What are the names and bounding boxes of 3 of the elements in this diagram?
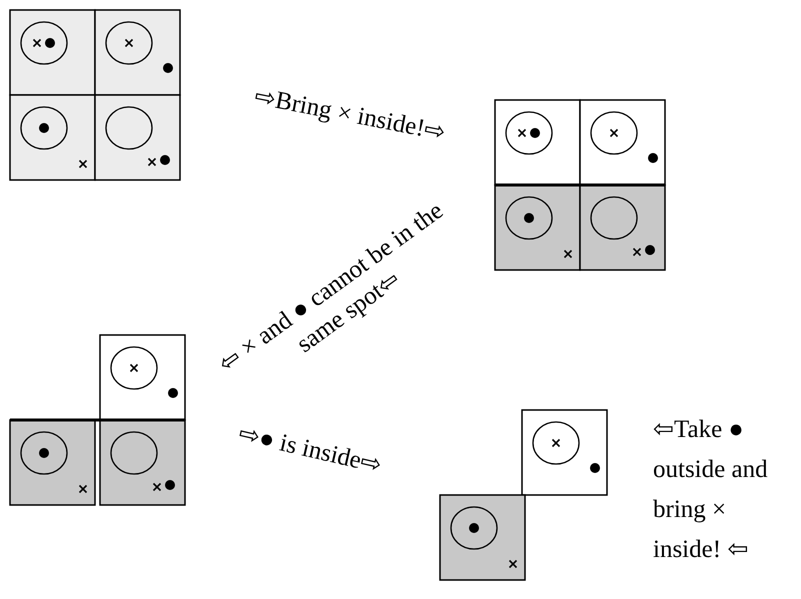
instruction-text: ⇨● is inside⇨	[234, 418, 386, 482]
instruction-text: ⇦Take ● outside and bring × inside! ⇦	[653, 415, 769, 565]
instruction-text: ⇨Bring × inside!⇨	[252, 82, 449, 148]
